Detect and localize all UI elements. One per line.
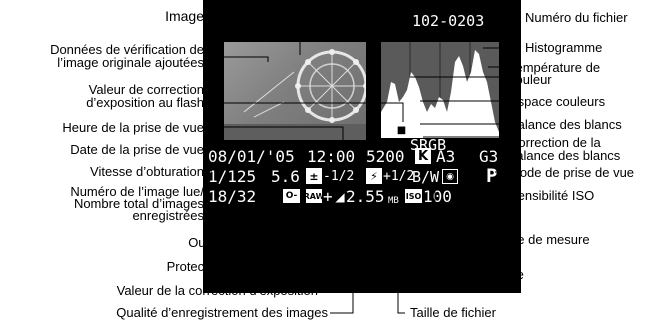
label-iso: Sensibilité ISO: [509, 189, 594, 202]
label-wb-correction-2: balance des blancs: [509, 149, 620, 162]
label-exposure-correction: Valeur de la correction d’exposition: [18, 284, 318, 297]
label-recording-quality: Qualité d’enregistrement des images: [8, 306, 328, 319]
label-shutter-speed: Vitesse d’obturation: [4, 165, 204, 178]
label-color-temp-2: couleur: [509, 73, 552, 86]
label-histogram: Histogramme: [525, 41, 602, 54]
label-shooting-date: Date de la prise de vue: [4, 143, 204, 156]
label-flash-correction-2: d’exposition au flash: [4, 96, 204, 109]
label-protection: Protection de l’image: [88, 260, 288, 273]
label-shooting-time: Heure de la prise de vue: [4, 121, 204, 134]
label-image-number-3: enregistrées: [4, 209, 204, 222]
label-shooting-mode: Mode de prise de vue: [509, 166, 634, 179]
label-file-number: Numéro du fichier: [525, 11, 628, 24]
label-image: Image: [84, 10, 204, 23]
label-verification-2: l’image originale ajoutées: [4, 56, 204, 69]
label-monochrome: Monochrome: [448, 268, 524, 281]
label-color-space: Espace couleurs: [509, 95, 605, 108]
label-metering: Mode de mesure: [492, 233, 590, 246]
label-white-balance: Balance des blancs: [509, 118, 622, 131]
label-file-size: Taille de fichier: [410, 306, 496, 319]
label-aperture: Ouverture: [126, 236, 246, 249]
